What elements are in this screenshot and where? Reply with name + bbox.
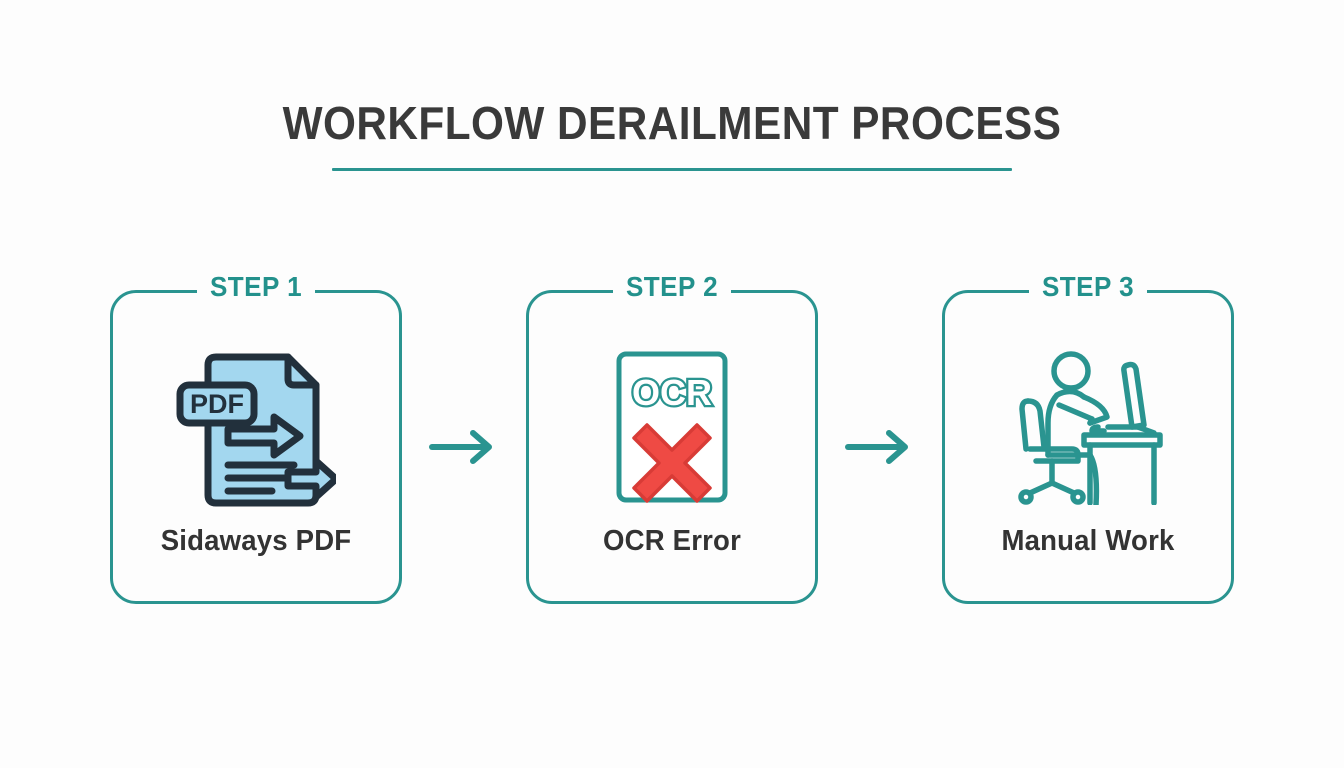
- step-label-2: STEP 2: [625, 271, 719, 302]
- title-underline: [332, 168, 1012, 171]
- step-caption-3: Manual Work: [1001, 525, 1175, 557]
- steps-row: STEP 1 PDF Sidaways PDF: [0, 273, 1344, 606]
- card-label-notch: [197, 286, 315, 295]
- page-title: WORKFLOW DERAILMENT PROCESS: [282, 97, 1062, 149]
- error-cross-icon: [632, 423, 712, 503]
- step-icon-1: PDF: [110, 342, 402, 512]
- card-label-notch: [613, 286, 731, 295]
- step-caption-1: Sidaways PDF: [160, 525, 352, 557]
- title-block: WORKFLOW DERAILMENT PROCESS: [0, 100, 1344, 171]
- card-label-notch: [1029, 286, 1147, 295]
- person-at-desk-icon: [1018, 351, 1163, 505]
- arrow-right-icon: [429, 430, 492, 464]
- step-label-1: STEP 1: [209, 271, 303, 302]
- connector-2: [818, 290, 942, 604]
- arrow-right-icon: [845, 430, 908, 464]
- pdf-badge-label: PDF: [190, 389, 244, 419]
- connector-1: [402, 290, 526, 604]
- step-label-3: STEP 3: [1041, 271, 1135, 302]
- sideways-pdf-document-icon: PDF: [176, 353, 336, 507]
- step-caption-2: OCR Error: [603, 525, 741, 557]
- step-icon-2: OCR: [526, 342, 818, 512]
- step-card-1[interactable]: STEP 1 PDF Sidaways PDF: [110, 273, 402, 604]
- step-card-3[interactable]: STEP 3: [942, 273, 1234, 604]
- ocr-badge-label: OCR: [632, 372, 712, 413]
- ocr-error-document-icon: OCR: [616, 351, 728, 503]
- step-icon-3: [942, 342, 1234, 512]
- step-card-2[interactable]: STEP 2 OCR OCR Error: [526, 273, 818, 604]
